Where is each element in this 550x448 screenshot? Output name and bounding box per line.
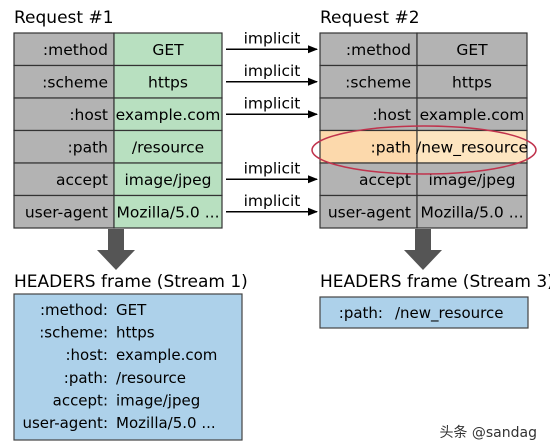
implicit-label: implicit (244, 192, 301, 210)
value-cell (416, 129, 528, 164)
header-value-label: GET (456, 41, 488, 59)
header-key-label: :scheme (345, 73, 411, 91)
header-value-label: /new_resource (416, 138, 528, 157)
frame3-key: :path: (339, 304, 383, 322)
value-cell (416, 162, 528, 197)
frame1-key: :method: (40, 301, 108, 319)
watermark: 头条 @sandag (439, 424, 537, 441)
headers-frame-stream-3 (319, 296, 529, 329)
value-cell (113, 194, 223, 229)
frame1-key: accept: (53, 391, 108, 409)
frame3-value: /new_resource (395, 304, 503, 323)
frame1-value: image/jpeg (116, 391, 200, 409)
implicit-label: implicit (244, 29, 301, 47)
header-value-label: example.com (420, 106, 525, 124)
header-key-label: :path (68, 138, 108, 156)
frame1-value: Mozilla/5.0 ... (116, 414, 216, 432)
frame1-value: /resource (116, 369, 186, 387)
header-value-label: Mozilla/5.0 ... (421, 203, 524, 221)
header-key-label: :host (372, 106, 411, 124)
implicit-label: implicit (244, 159, 301, 177)
key-cell (319, 162, 418, 197)
key-cell (319, 194, 418, 229)
value-cell (113, 97, 223, 132)
value-cell (416, 64, 528, 99)
value-cell (113, 162, 223, 197)
header-value-label: image/jpeg (428, 171, 515, 189)
value-cell (113, 129, 223, 164)
frame1-key: :path: (64, 369, 108, 387)
changed-path-highlight (311, 125, 537, 175)
key-cell (319, 129, 418, 164)
header-value-label: example.com (116, 106, 221, 124)
key-cell (319, 97, 418, 132)
value-cell (113, 64, 223, 99)
header-key-label: :path (371, 138, 411, 156)
header-value-label: /resource (132, 138, 204, 156)
header-value-label: https (148, 73, 188, 91)
header-key-label: user-agent (25, 203, 108, 221)
value-cell (416, 194, 528, 229)
header-key-label: :method (43, 41, 108, 59)
frame1-key: :scheme: (39, 324, 108, 342)
header-value-label: Mozilla/5.0 ... (117, 203, 220, 221)
header-value-label: image/jpeg (124, 171, 211, 189)
request2-title: Request #2 (320, 8, 420, 28)
frame1-lines: :method: GET :scheme: https :host: example.co… (22, 301, 217, 432)
header-value-label: https (452, 73, 492, 91)
value-cell (113, 32, 223, 67)
request1-title: Request #1 (14, 8, 114, 28)
header-key-label: accept (56, 171, 108, 189)
header-key-label: user-agent (328, 203, 411, 221)
implicit-arrows: implicit implicit implicit implicit implicit (226, 29, 318, 216)
implicit-label: implicit (244, 62, 301, 80)
header-key-label: accept (359, 171, 411, 189)
frame3-title: HEADERS frame (Stream 3) (320, 272, 550, 292)
frame1-key: user-agent: (22, 414, 108, 432)
header-value-label: GET (152, 41, 184, 59)
request1-table: :method GET :scheme https :host example.com :p… (13, 32, 223, 229)
implicit-label: implicit (244, 94, 301, 112)
down-arrow-icon (404, 229, 442, 270)
frame1-title: HEADERS frame (Stream 1) (14, 272, 248, 292)
value-cell (416, 32, 528, 67)
value-cell (416, 97, 528, 132)
frame1-value: https (116, 324, 155, 342)
frame1-key: :host: (66, 346, 109, 364)
header-key-label: :method (346, 41, 411, 59)
down-arrow-icon (97, 229, 135, 270)
request2-table: :method GET :scheme https :host example.com :p… (319, 32, 528, 229)
frame1-value: GET (116, 301, 147, 319)
header-key-label: :host (69, 106, 108, 124)
headers-frame-stream-1 (13, 293, 243, 441)
header-key-label: :scheme (42, 73, 108, 91)
frame1-value: example.com (116, 346, 217, 364)
key-cell (13, 32, 115, 67)
